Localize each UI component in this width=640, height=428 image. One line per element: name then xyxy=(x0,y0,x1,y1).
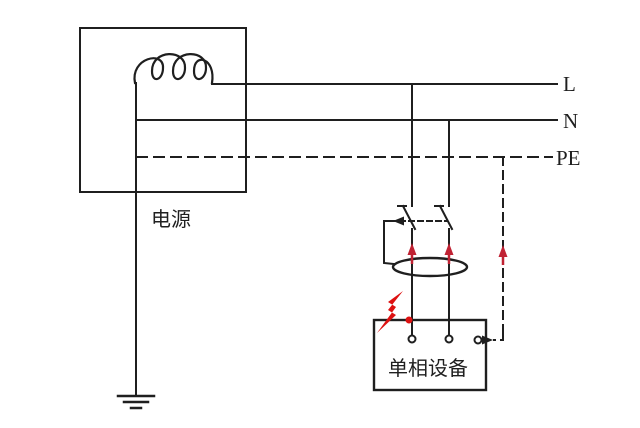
up-arrow-icon xyxy=(407,243,417,255)
neutral-label: N xyxy=(563,109,578,133)
labels-layer: L N PE 电源 单相设备 xyxy=(151,72,581,380)
inductor-coil-icon xyxy=(133,53,214,85)
equipment-terminals-icon xyxy=(407,334,483,345)
equipment-box xyxy=(372,318,488,392)
fault-current-arrows xyxy=(407,243,508,265)
fault-indicator xyxy=(377,291,413,333)
pe-drop-elbow xyxy=(493,333,504,341)
phase-label: L xyxy=(563,72,576,96)
up-arrow-icon xyxy=(444,243,454,255)
power-source-box xyxy=(79,27,247,193)
trip-coil-icon xyxy=(383,220,401,266)
power-source-label: 电源 xyxy=(151,207,191,231)
earth-ground-icon xyxy=(116,394,156,410)
up-arrow-icon xyxy=(498,245,508,257)
fault-point-dot xyxy=(405,316,413,324)
pe-terminal-arrow-icon xyxy=(482,335,493,345)
breaker-contacts-icon xyxy=(397,204,454,231)
lightning-bolt-icon xyxy=(377,291,403,333)
toroid-icon xyxy=(391,256,469,278)
pe-label: PE xyxy=(556,146,581,170)
equipment-label: 单相设备 xyxy=(388,356,468,380)
